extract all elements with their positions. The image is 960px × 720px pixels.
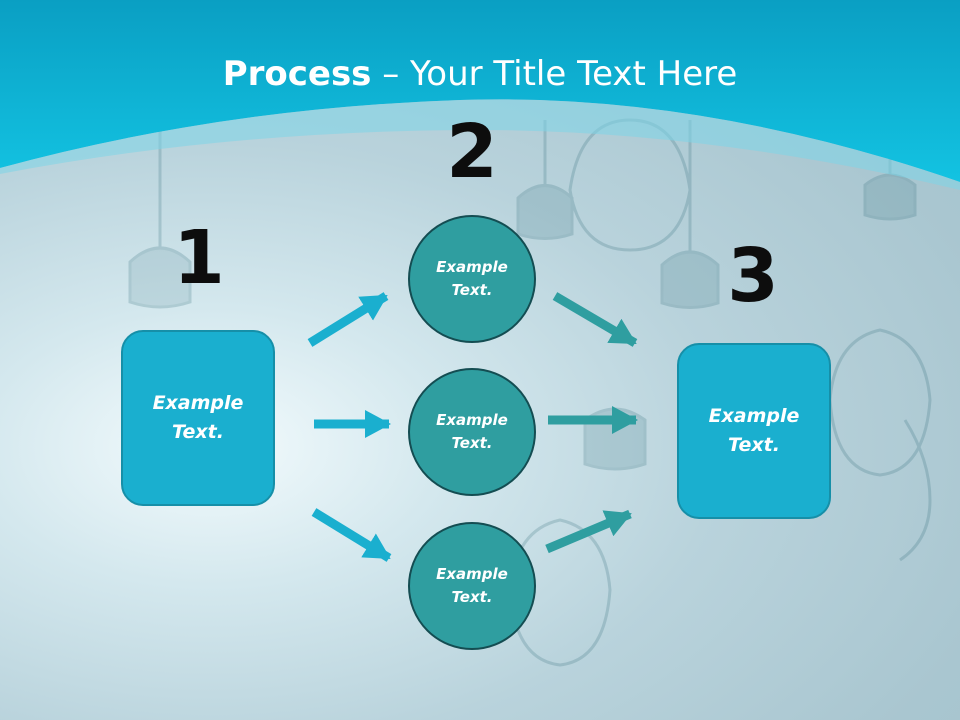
step-2-circle-top-text: Example Text. — [436, 258, 508, 299]
step-number-3: 3 — [727, 233, 779, 319]
step-number-1: 1 — [173, 215, 225, 301]
arrow-1-to-2a — [307, 292, 389, 347]
step-3-box: Example Text. — [677, 343, 831, 519]
arrow-2a-to-3 — [552, 292, 638, 347]
step-2-circle-bottom: Example Text. — [408, 522, 536, 650]
step-2-circle-bottom-text: Example Text. — [436, 565, 508, 606]
step-number-2: 2 — [446, 109, 498, 195]
step-3-box-text: Example Text. — [708, 405, 800, 456]
page-title: Process – Your Title Text Here — [0, 50, 960, 98]
arrow-1-to-2c — [311, 508, 392, 562]
title-rest: – Your Title Text Here — [371, 54, 738, 94]
header-band — [0, 0, 960, 182]
header-highlight — [0, 99, 960, 190]
title-bold: Process — [222, 54, 372, 94]
step-2-circle-middle-text: Example Text. — [436, 411, 508, 452]
arrow-2c-to-3 — [545, 509, 632, 554]
step-2-circle-top: Example Text. — [408, 215, 536, 343]
step-1-box-text: Example Text. — [152, 392, 244, 443]
step-1-box: Example Text. — [121, 330, 275, 506]
step-2-circle-middle: Example Text. — [408, 368, 536, 496]
